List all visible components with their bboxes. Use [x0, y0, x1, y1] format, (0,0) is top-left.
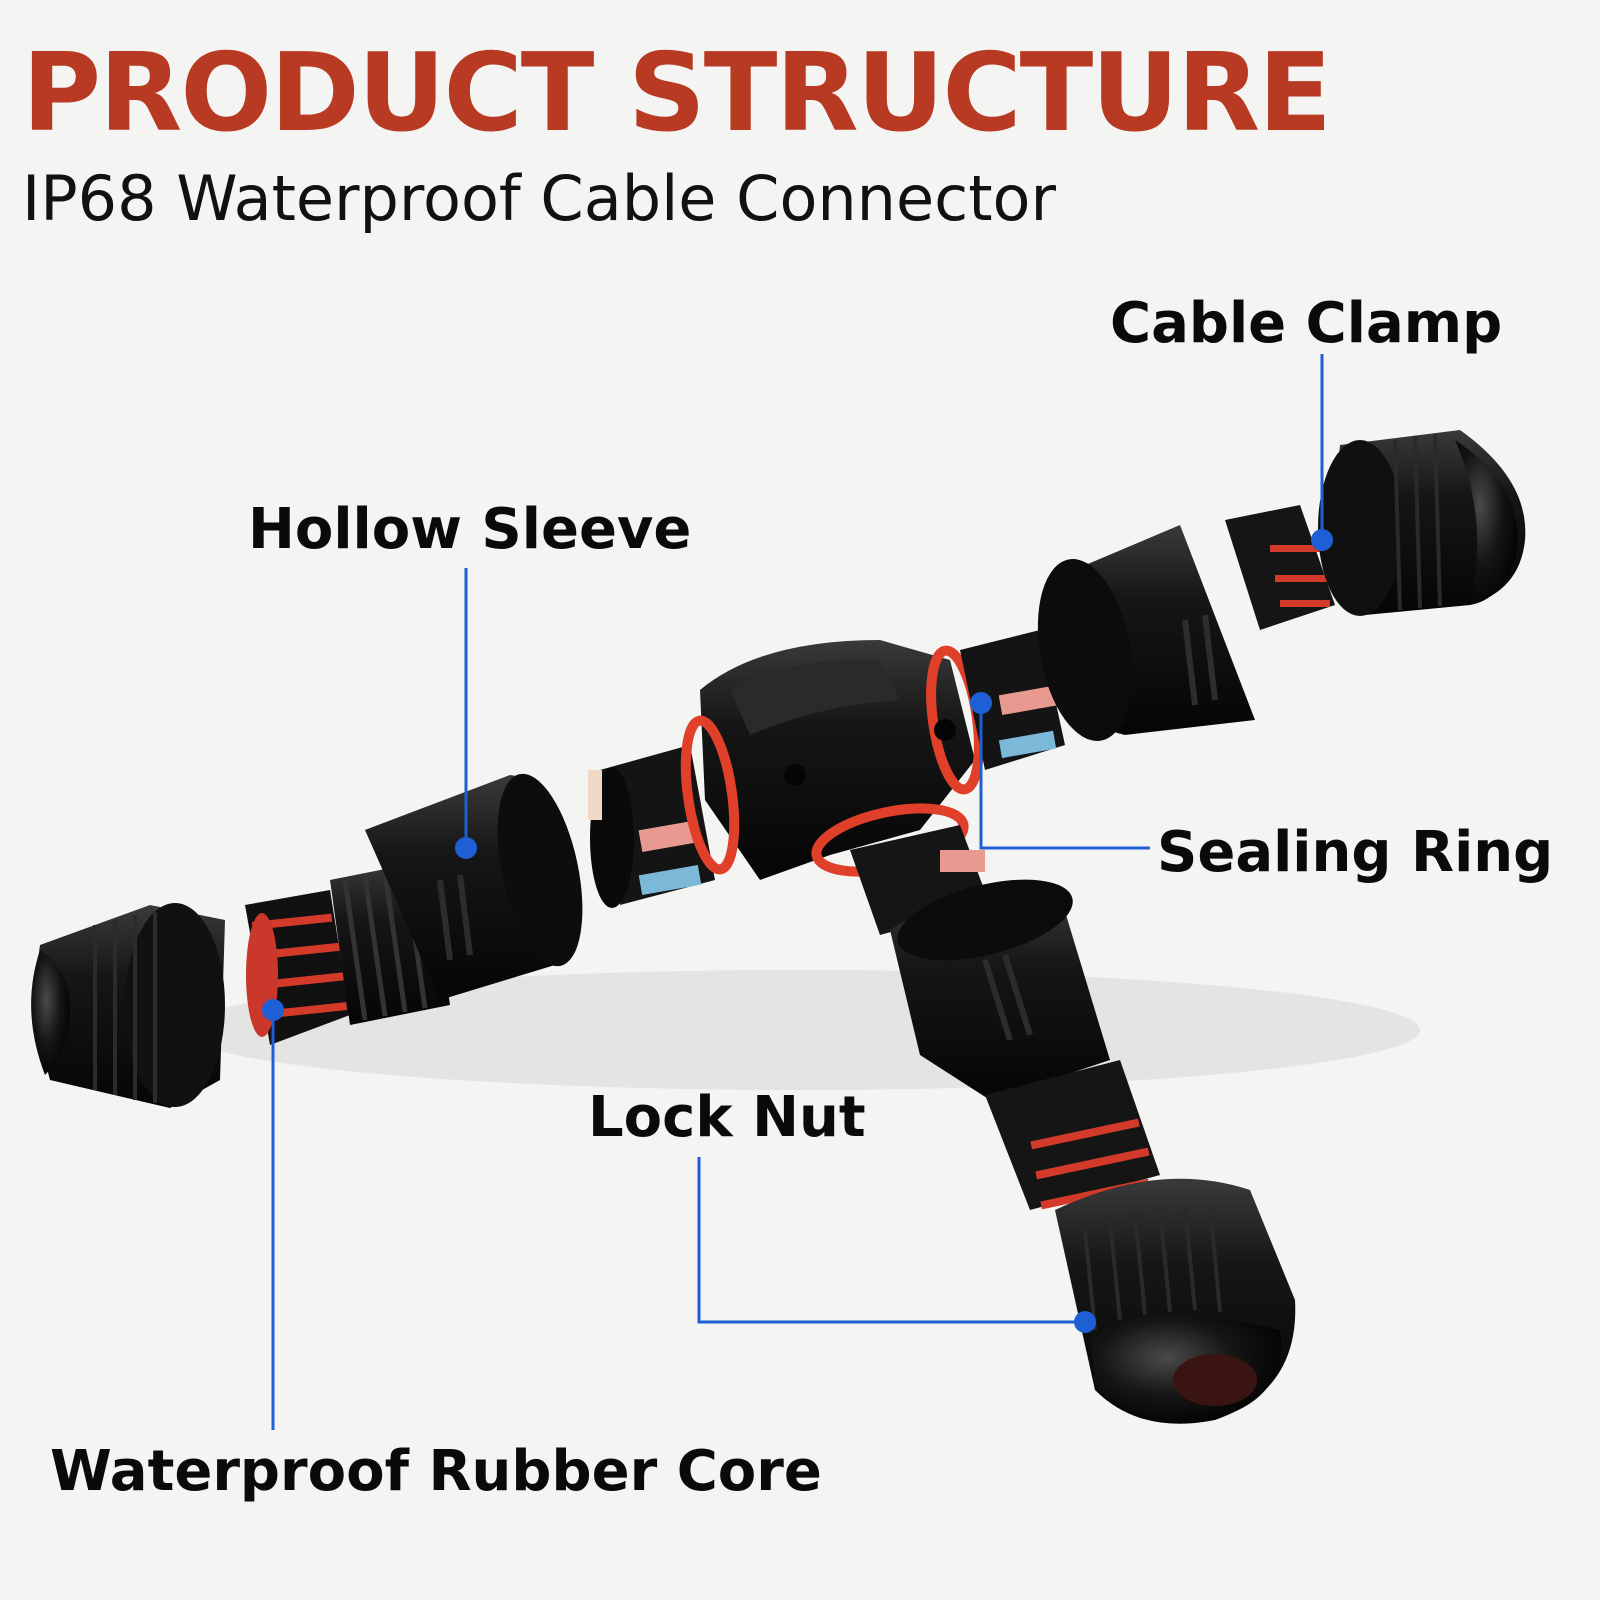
right-hollow-sleeve [1037, 525, 1255, 741]
label-waterproof-rubber-core: Waterproof Rubber Core [50, 1439, 822, 1504]
marker-hollow-sleeve [455, 837, 477, 859]
bottom-lock-nut [1055, 1178, 1296, 1424]
bottom-rubber-core [985, 1060, 1160, 1210]
page-subtitle: IP68 Waterproof Cable Connector [22, 162, 1056, 235]
bottom-hollow-sleeve [890, 879, 1110, 1100]
leader-lock-nut [697, 1157, 1085, 1324]
label-cable-clamp: Cable Clamp [1110, 291, 1503, 356]
center-t-body [588, 630, 1065, 935]
right-rubber-core [1225, 505, 1335, 630]
marker-sealing-ring [970, 692, 992, 714]
label-hollow-sleeve: Hollow Sleeve [248, 497, 692, 562]
marker-cable-clamp [1311, 529, 1333, 551]
marker-rubber-core [262, 999, 284, 1021]
marker-lock-nut [1074, 1311, 1096, 1333]
left-hollow-sleeve [365, 773, 583, 1000]
page-title: PRODUCT STRUCTURE [22, 31, 1332, 156]
label-sealing-ring: Sealing Ring [1157, 820, 1554, 885]
leader-sealing-ring [979, 703, 1150, 850]
right-cap-nut [1318, 430, 1526, 616]
label-lock-nut: Lock Nut [588, 1085, 866, 1150]
left-cap-nut [31, 903, 225, 1108]
